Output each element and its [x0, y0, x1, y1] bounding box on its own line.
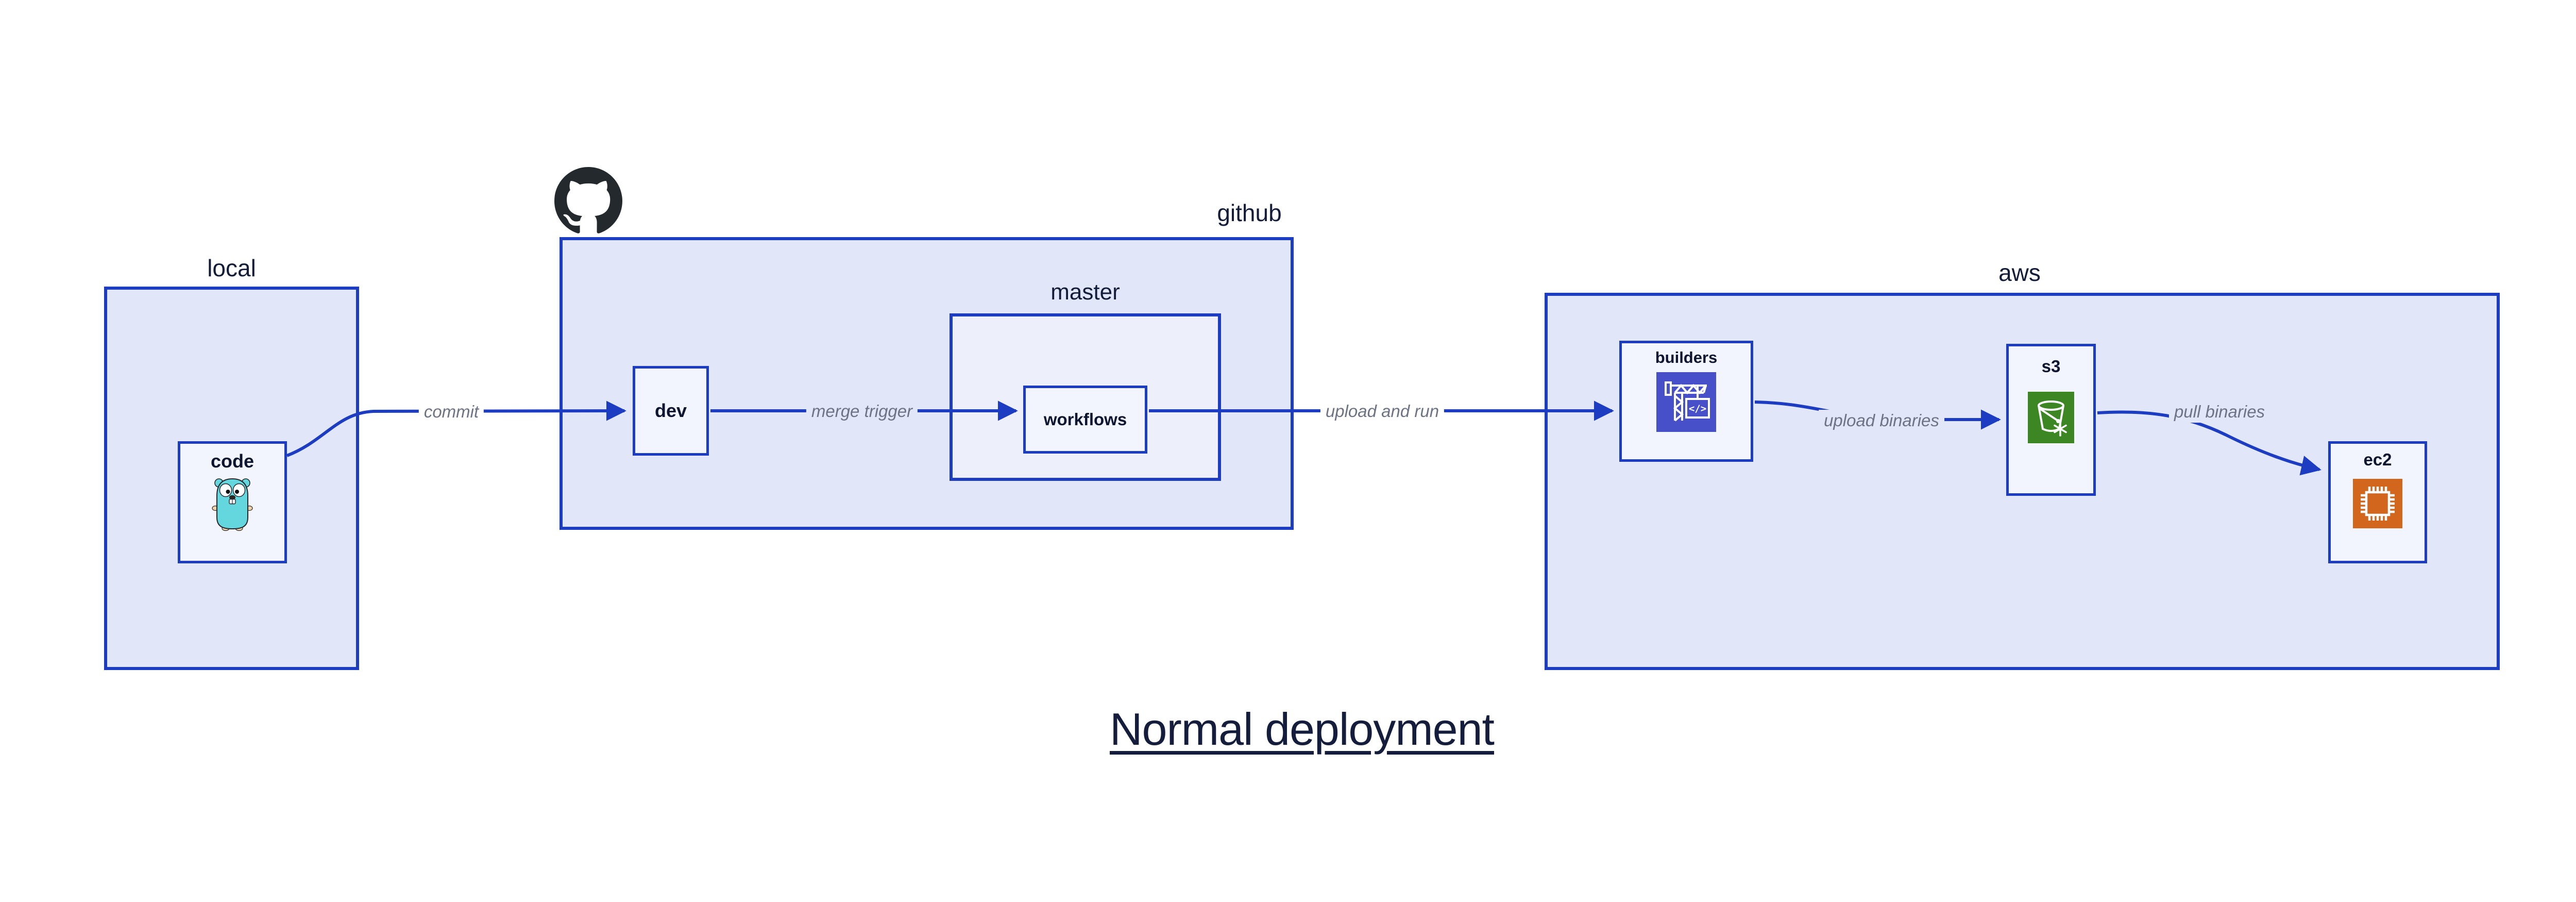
- go-gopher-icon: [212, 476, 253, 533]
- group-label-github: github: [1217, 199, 1282, 226]
- diagram-title: Normal deployment: [0, 703, 2576, 756]
- group-label-master: master: [1050, 279, 1120, 305]
- node-builders: builders </>: [1619, 341, 1753, 462]
- aws-s3-bucket-snowflake-icon: [2028, 392, 2074, 446]
- aws-codebuild-crane-icon: </>: [1656, 372, 1716, 435]
- github-octocat-icon: [554, 167, 622, 235]
- node-dev: dev: [633, 366, 709, 456]
- group-label-aws: aws: [1998, 259, 2041, 286]
- node-builders-label: builders: [1655, 348, 1718, 366]
- node-workflows-label: workflows: [1043, 410, 1127, 429]
- node-code: code: [178, 441, 287, 563]
- svg-text:</>: </>: [1689, 403, 1706, 414]
- edge-label-merge-trigger: merge trigger: [806, 400, 918, 422]
- edge-label-upload-and-run: upload and run: [1320, 400, 1445, 422]
- group-label-local: local: [207, 255, 256, 281]
- node-ec2-label: ec2: [2363, 450, 2392, 469]
- node-workflows: workflows: [1023, 386, 1147, 454]
- node-code-label: code: [210, 450, 255, 472]
- node-s3-label: s3: [2041, 357, 2061, 376]
- node-dev-label: dev: [654, 400, 687, 421]
- node-s3: s3: [2006, 344, 2096, 496]
- diagram-title-text: Normal deployment: [1110, 704, 1495, 755]
- edge-label-pull-binaries: pull binaries: [2168, 401, 2270, 423]
- edge-label-commit: commit: [418, 401, 484, 423]
- edge-label-upload-binaries: upload binaries: [1819, 410, 1944, 431]
- node-ec2: ec2: [2328, 441, 2427, 563]
- aws-ec2-chip-icon: [2353, 479, 2402, 531]
